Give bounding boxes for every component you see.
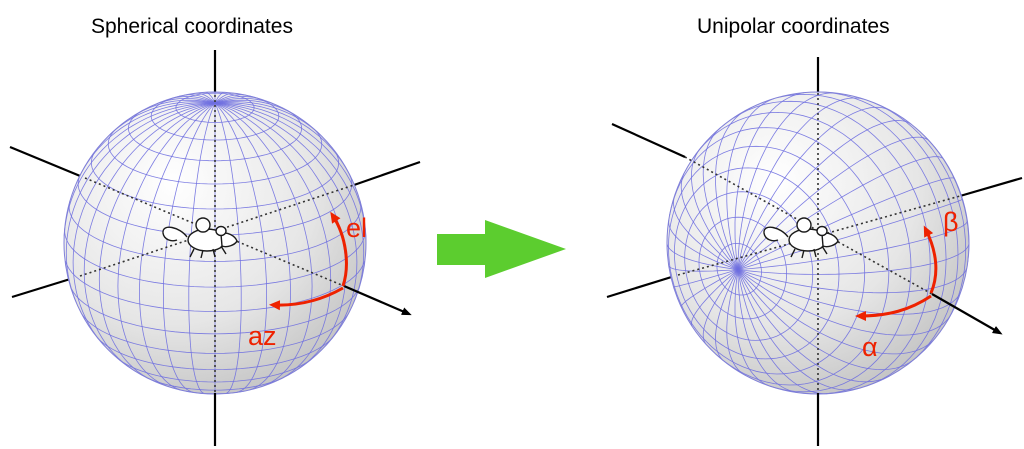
alpha-arrow <box>855 294 932 321</box>
axes-front-right <box>816 293 1003 446</box>
right-arrow-icon <box>437 220 566 278</box>
unipolar-title: Unipolar coordinates <box>697 15 890 38</box>
azimuth-label: az <box>248 321 277 351</box>
unipolar-diagram: β α <box>606 57 1023 446</box>
spherical-diagram: el az <box>9 50 421 446</box>
mouse-icon <box>763 217 839 259</box>
mouse-icon <box>162 217 238 259</box>
axes-back-right <box>606 57 1023 299</box>
alpha-label: α <box>862 332 878 362</box>
beta-label: β <box>943 207 959 237</box>
elevation-label: el <box>346 213 367 243</box>
azimuth-arrow <box>269 286 344 311</box>
spherical-title: Spherical coordinates <box>91 15 293 38</box>
beta-arrow <box>923 225 938 294</box>
elevation-arrow <box>330 211 348 287</box>
axes-front-left <box>213 284 412 446</box>
